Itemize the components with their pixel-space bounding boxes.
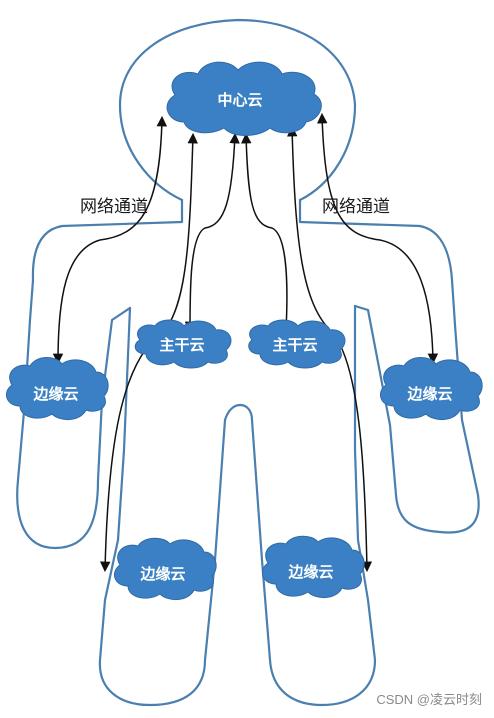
arrow-center-right-edge — [317, 112, 439, 365]
arrow-center-right-trunk — [241, 132, 292, 333]
right-arm-outline — [353, 304, 480, 534]
trunk-cloud-right: 主干云 — [248, 319, 346, 369]
edge-cloud-left-arm-label: 边缘云 — [32, 385, 78, 403]
edge-cloud-right-leg-label: 边缘云 — [287, 563, 333, 581]
watermark: CSDN @凌云时刻 — [376, 692, 482, 707]
edge-cloud-right-leg: 边缘云 — [261, 535, 365, 598]
edge-cloud-left-leg: 边缘云 — [113, 537, 217, 600]
left-leg-outline — [98, 403, 242, 707]
network-channel-right-label: 网络通道 — [322, 197, 390, 217]
shoulders-outline — [28, 198, 184, 322]
arrow-center-left-trunk — [184, 132, 240, 333]
edge-cloud-right-arm-label: 边缘云 — [406, 385, 452, 403]
center-cloud-label: 中心云 — [217, 91, 262, 109]
network-channel-left-label: 网络通道 — [80, 197, 148, 217]
trunk-cloud-right-label: 主干云 — [272, 336, 317, 354]
center-cloud: 中心云 — [166, 61, 322, 136]
edge-cloud-left-arm: 边缘云 — [5, 357, 109, 420]
torso-left-outline — [116, 306, 132, 542]
trunk-cloud-left-label: 主干云 — [159, 336, 204, 354]
torso-right-outline — [353, 304, 360, 542]
trunk-cloud-left: 主干云 — [134, 319, 232, 369]
network-arrows — [52, 112, 439, 573]
edge-cloud-left-leg-label: 边缘云 — [139, 565, 185, 583]
edge-cloud-right-arm: 边缘云 — [379, 357, 483, 420]
left-arm-outline — [16, 306, 132, 550]
right-leg-outline — [238, 403, 377, 707]
shoulders-outline-right — [298, 198, 457, 327]
